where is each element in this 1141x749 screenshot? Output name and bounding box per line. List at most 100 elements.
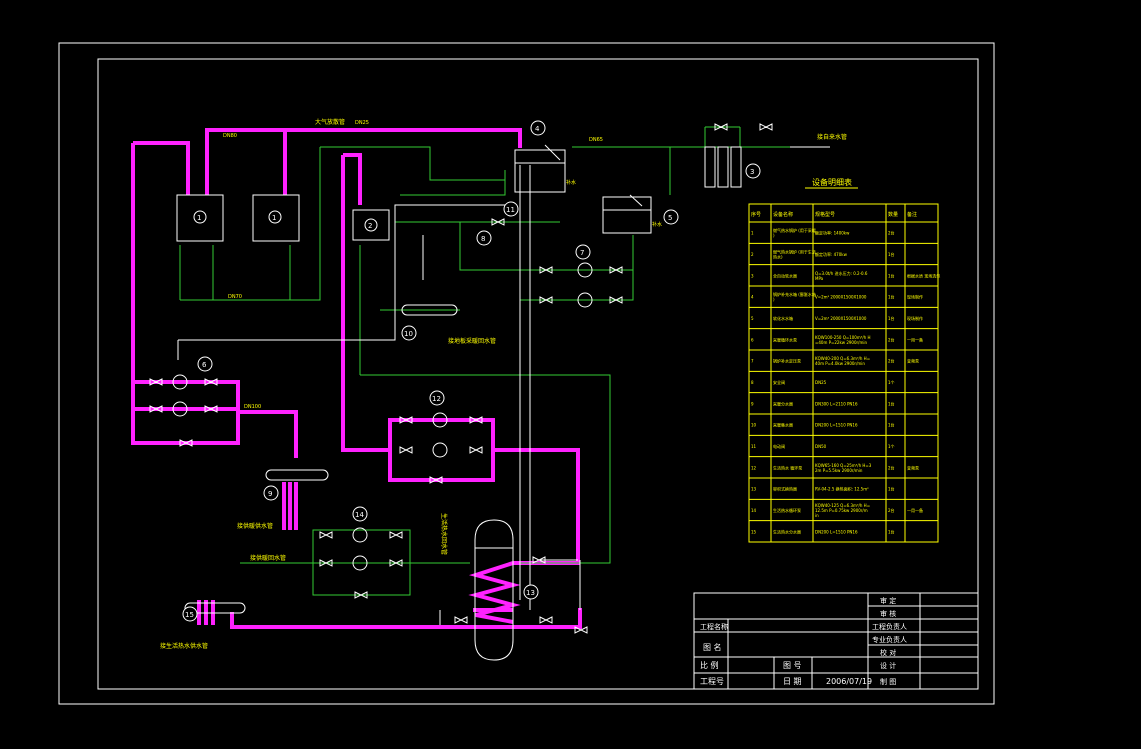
outer-frame bbox=[58, 42, 995, 705]
table-cell: 2台 bbox=[888, 358, 895, 364]
dn-c: DN80 bbox=[223, 133, 237, 139]
table-cell: 锅炉补充水箱 (膨胀水箱 bbox=[773, 291, 816, 297]
table-cell: 现场制作 bbox=[907, 294, 923, 300]
table-header-cell: 备注 bbox=[907, 211, 917, 218]
equipment-tags: 1 1 2 3 4 5 6 7 8 9 10 11 12 13 14 15 bbox=[182, 120, 761, 622]
water-inlet-label: 接自来水管 bbox=[817, 133, 847, 141]
table-cell: 11 bbox=[751, 444, 757, 449]
tag-15: 15 bbox=[185, 611, 194, 619]
table-cell: 13 bbox=[751, 487, 757, 492]
table-cell: 2台 bbox=[888, 507, 895, 513]
table-cell: DN25 bbox=[815, 380, 827, 385]
table-cell: 1台 bbox=[888, 400, 895, 406]
distributor-15 bbox=[184, 602, 246, 614]
table-cell: 1台 bbox=[888, 486, 895, 492]
table-cell: 热水) bbox=[773, 254, 783, 260]
table-cell: 1台 bbox=[888, 315, 895, 321]
pipe-labels: 大气放散管 接自来水管 接供暖回水管 接供暖供水管 接生活热水供水管 生活热水回… bbox=[160, 118, 847, 650]
tag-9: 9 bbox=[268, 490, 272, 498]
table-title: 设备明细表 bbox=[812, 177, 852, 187]
table-cell: 10 bbox=[751, 423, 757, 428]
table-cell: 12 bbox=[751, 465, 757, 470]
table-cell: 2台 bbox=[888, 464, 895, 470]
table-cell: 1台 bbox=[888, 251, 895, 257]
vent-pipe-label: 大气放散管 bbox=[315, 118, 345, 126]
tb-scale: 比 例 bbox=[700, 660, 719, 670]
table-cell: =40m P=22kw 2900r/min bbox=[815, 340, 868, 345]
table-cell: V=2m³ 2000X1500X1000 bbox=[815, 316, 867, 321]
tank-label-a: 补水 bbox=[566, 179, 576, 186]
table-cell: KQW40-125 Q=6.3m³/h H= bbox=[815, 503, 870, 508]
table-cell: 3 bbox=[751, 273, 754, 278]
tag-8: 8 bbox=[481, 235, 485, 243]
table-cell: 现场制作 bbox=[907, 315, 923, 321]
dn-d: DN100 bbox=[244, 404, 261, 410]
distributor-9 bbox=[265, 469, 329, 481]
green-piping bbox=[179, 126, 790, 596]
table-header-cell: 数量 bbox=[888, 211, 898, 218]
dn-e: DN70 bbox=[228, 294, 242, 300]
heating-supply-label: 接供暖供水管 bbox=[237, 522, 273, 530]
tank-label-b: 补水 bbox=[652, 221, 662, 228]
boiler-2 bbox=[352, 209, 390, 241]
tag-7: 7 bbox=[580, 249, 584, 257]
table-header-cell: 设备名称 bbox=[773, 211, 793, 218]
table-cell: 容积式换热器 bbox=[773, 486, 797, 492]
table-cell: MPa bbox=[815, 276, 824, 281]
table-cell: KQW65-160 Q=25m³/h H=3 bbox=[815, 463, 872, 468]
lifewater-supply-label: 接生活热水供水管 bbox=[160, 642, 208, 650]
tb-drawing-name: 图 名 bbox=[703, 642, 722, 652]
table-cell: 40m P=4.0kw 2900r/min bbox=[815, 361, 865, 366]
tb-check: 审 核 bbox=[880, 609, 896, 618]
boiler-1b bbox=[252, 194, 300, 242]
table-cell: 8 bbox=[751, 380, 754, 385]
table-cell: 全自动软水器 bbox=[773, 272, 797, 278]
table-cell: ) bbox=[773, 233, 775, 238]
title-block: 工程名称 图 名 比 例 工程号 图 号 日 期 2006/07/19 审 定 … bbox=[693, 592, 979, 690]
tb-design: 设 计 bbox=[880, 661, 896, 670]
table-cell: 1台 bbox=[888, 422, 895, 428]
table-cell: DN300 L=2110 PN16 bbox=[815, 401, 858, 406]
table-header-cell: 序号 bbox=[751, 211, 761, 218]
table-cell: 14 bbox=[751, 508, 757, 513]
table-cell: 额定功率: 470kw bbox=[815, 251, 848, 257]
table-cell: 2台 bbox=[888, 230, 895, 236]
table-cell: 2m P=5.5kw 2900r/min bbox=[815, 468, 863, 473]
tb-review: 审 定 bbox=[880, 596, 896, 605]
table-cell: 2台 bbox=[888, 336, 895, 342]
table-cell: 采暖分水器 bbox=[773, 400, 793, 406]
table-cell: 1台 bbox=[888, 528, 895, 534]
tag-4: 4 bbox=[535, 125, 540, 133]
tag-1b: 1 bbox=[272, 214, 276, 222]
table-cell: 变频泵 bbox=[907, 358, 919, 364]
boiler-1a bbox=[176, 194, 224, 242]
main-piping bbox=[131, 128, 582, 629]
tag-10: 10 bbox=[404, 330, 413, 338]
tag-12: 12 bbox=[432, 395, 441, 403]
table-cell: DN200 L=1510 PN16 bbox=[815, 529, 858, 534]
tag-11: 11 bbox=[506, 206, 515, 214]
table-cell: 电动阀 bbox=[773, 443, 785, 449]
table-cell: 锅炉补水定压泵 bbox=[773, 358, 801, 364]
tb-project-no: 工程号 bbox=[700, 677, 724, 686]
table-cell: 5 bbox=[751, 316, 754, 321]
table-cell: 15 bbox=[751, 529, 757, 534]
dn-b: DN65 bbox=[589, 137, 603, 143]
white-piping bbox=[177, 165, 581, 625]
tb-project-lead: 工程负责人 bbox=[872, 622, 907, 631]
table-cell: DN200 L=1510 PN16 bbox=[815, 423, 858, 428]
table-cell: 4 bbox=[751, 295, 754, 300]
table-cell: 2 bbox=[751, 252, 754, 257]
water-softener bbox=[704, 146, 742, 188]
table-cell: 安全阀 bbox=[773, 379, 785, 385]
inner-frame bbox=[97, 58, 979, 690]
table-cell: 1 bbox=[751, 231, 754, 236]
tag-5: 5 bbox=[668, 214, 672, 222]
table-cell: 软化水水箱 bbox=[773, 315, 793, 321]
table-cell: 燃气热水锅炉 (用于采暖 bbox=[773, 227, 816, 233]
table-cell: 根据水质 现场选型 bbox=[907, 272, 940, 278]
tag-6: 6 bbox=[202, 361, 207, 369]
